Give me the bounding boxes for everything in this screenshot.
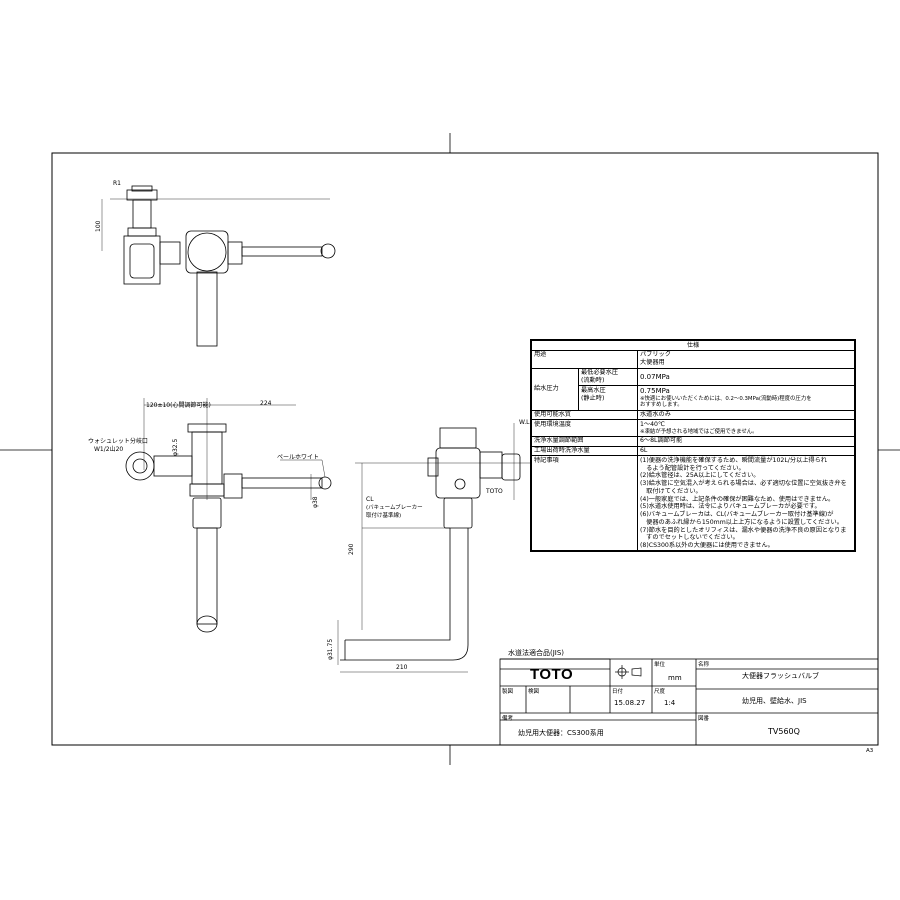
spec-note-item: (8)CS300系以外の大便器には使用できません。	[640, 542, 774, 549]
spec-label: 洗浄水量調節範囲	[531, 435, 638, 447]
spec-label: 特記事項	[531, 455, 638, 552]
projection-symbol-icon	[615, 665, 642, 679]
spec-note-item: (6)バキュームブレーカは、CL(バキュームブレーカー取付け基準線)が 便器のあ…	[640, 511, 843, 526]
spec-row-flush-range: 洗浄水量調節範囲 6〜8L調節可能	[531, 435, 855, 447]
spec-note: ※凍結が予想される地域ではご使用できません。	[640, 428, 758, 435]
date-label: 日付	[612, 689, 624, 695]
spec-note-item: (2)給水管径は、25A以上にしてください。	[640, 472, 760, 480]
toto-logo: TOTO	[530, 666, 574, 683]
spec-value: 0.07MPa	[637, 367, 855, 387]
scale-value: 1:4	[664, 699, 676, 707]
wl-label: W.L	[519, 419, 530, 426]
date-value: 15.08.27	[614, 699, 646, 707]
dim-224: 224	[260, 400, 272, 407]
spec-label: 使用環境温度	[531, 419, 638, 437]
dim-210: 210	[396, 664, 408, 671]
dim-phi38: φ38	[312, 496, 319, 508]
spec-row-factory-volume: 工場出荷時洗浄水量 6L	[531, 445, 855, 457]
spec-note-item: (4)一般家庭では、上記条件の確保が困難なため、使用はできません。	[640, 495, 835, 503]
spec-note-item: (7)節水を目的としたオリフィスは、漏水や便器の洗浄不良の原因となりま すのでセ…	[640, 526, 847, 542]
washlet-thread-label: W1/2山20	[94, 446, 124, 453]
pale-white-label: ペールホワイト	[277, 454, 320, 461]
spec-sub: 最高水圧 (静止時)	[578, 385, 638, 411]
scale-label: 尺度	[654, 689, 666, 695]
spec-row-temperature: 使用環境温度 1〜40℃ ※凍結が予想される地域ではご使用できません。	[531, 419, 855, 437]
drawn-label: 製図	[502, 689, 514, 695]
top-view	[101, 185, 336, 347]
spec-title: 仕様	[531, 340, 855, 351]
spec-row-min-pressure: 給水圧力 最低必要水圧 (流動時) 0.07MPa	[531, 367, 855, 411]
checked-label: 検図	[528, 689, 540, 695]
dim-100: 100	[95, 220, 102, 232]
spec-value: パブリック 大便器用	[637, 349, 855, 369]
dim-phi32-5: φ32.5	[172, 438, 179, 456]
name-label: 名称	[698, 662, 710, 668]
unit-label: 単位	[654, 662, 666, 668]
spec-value: 水道水のみ	[637, 409, 855, 421]
sheet-size: A3	[866, 748, 874, 754]
spec-note-item: (3)給水管に空気混入が考えられる場合は、必ず適切な位置に空気抜き弁を 取付けて…	[640, 480, 847, 495]
spec-table: 仕様 用途 パブリック 大便器用 給水圧力 最低必要水圧 (流動時) 0.07M…	[530, 339, 856, 553]
product-name: 大便器フラッシュバルブ	[742, 672, 819, 680]
unit-value: mm	[668, 674, 682, 682]
dim-phi31-75: φ31.75	[327, 638, 334, 660]
spec-value: 6L	[637, 445, 855, 457]
product-subtitle: 幼児用、壁給水、JIS	[742, 697, 807, 705]
spec-value: 6〜8L調節可能	[637, 435, 855, 447]
side-view	[337, 423, 530, 673]
remarks-label: 備考	[502, 716, 514, 722]
spec-row-max-pressure: 最高水圧 (静止時) 0.75MPa ※快適にお使いいただくためには、0.2〜0…	[532, 385, 855, 411]
cl-label: CL	[366, 496, 374, 503]
spec-note: ※快適にお使いいただくためには、0.2〜0.3MPa(流動時)程度の圧力を おす…	[640, 395, 812, 409]
spec-label: 給水圧力	[531, 367, 579, 411]
spec-label: 工場出荷時洗浄水量	[531, 445, 638, 457]
spec-label: 用途	[531, 349, 638, 369]
spec-row-usage: 用途 パブリック 大便器用	[531, 349, 855, 369]
spec-row-notes: 特記事項 (1)便器の洗浄機能を確保するため、瞬間流量が102L/分以上得られ …	[531, 455, 855, 552]
toto-mark-label: TOTO	[486, 488, 503, 495]
spec-value: 0.75MPa	[640, 386, 670, 395]
washlet-label: ウォシュレット分岐口	[88, 438, 148, 445]
drawing-number: TV560Q	[768, 727, 800, 736]
spec-row-water: 使用可能水質 水道水のみ	[531, 409, 855, 421]
cl-note: (バキュームブレーカー 取付け基準線)	[366, 505, 423, 519]
spec-note-item: (1)便器の洗浄機能を確保するため、瞬間流量が102L/分以上得られ るよう配管…	[640, 456, 827, 472]
approval-label: 水道法適合品(JIS)	[508, 649, 565, 657]
spec-label: 使用可能水質	[531, 409, 638, 421]
dim-120: 120±10(心間調節可能)	[146, 402, 211, 409]
remarks-value: 幼児用大便器：CS300系用	[518, 729, 604, 737]
dim-290: 290	[348, 543, 355, 555]
dim-r1: R1	[113, 180, 121, 187]
number-label: 図番	[698, 716, 710, 722]
front-view	[125, 398, 332, 633]
spec-value: 1〜40℃	[640, 420, 665, 428]
title-block-frame	[499, 658, 879, 746]
spec-sub: 最低必要水圧 (流動時)	[578, 367, 638, 387]
spec-note-item: (5)水道水使用時は、法令によりバキュームブレーカが必要です。	[640, 503, 821, 511]
sheet-border	[51, 152, 879, 746]
